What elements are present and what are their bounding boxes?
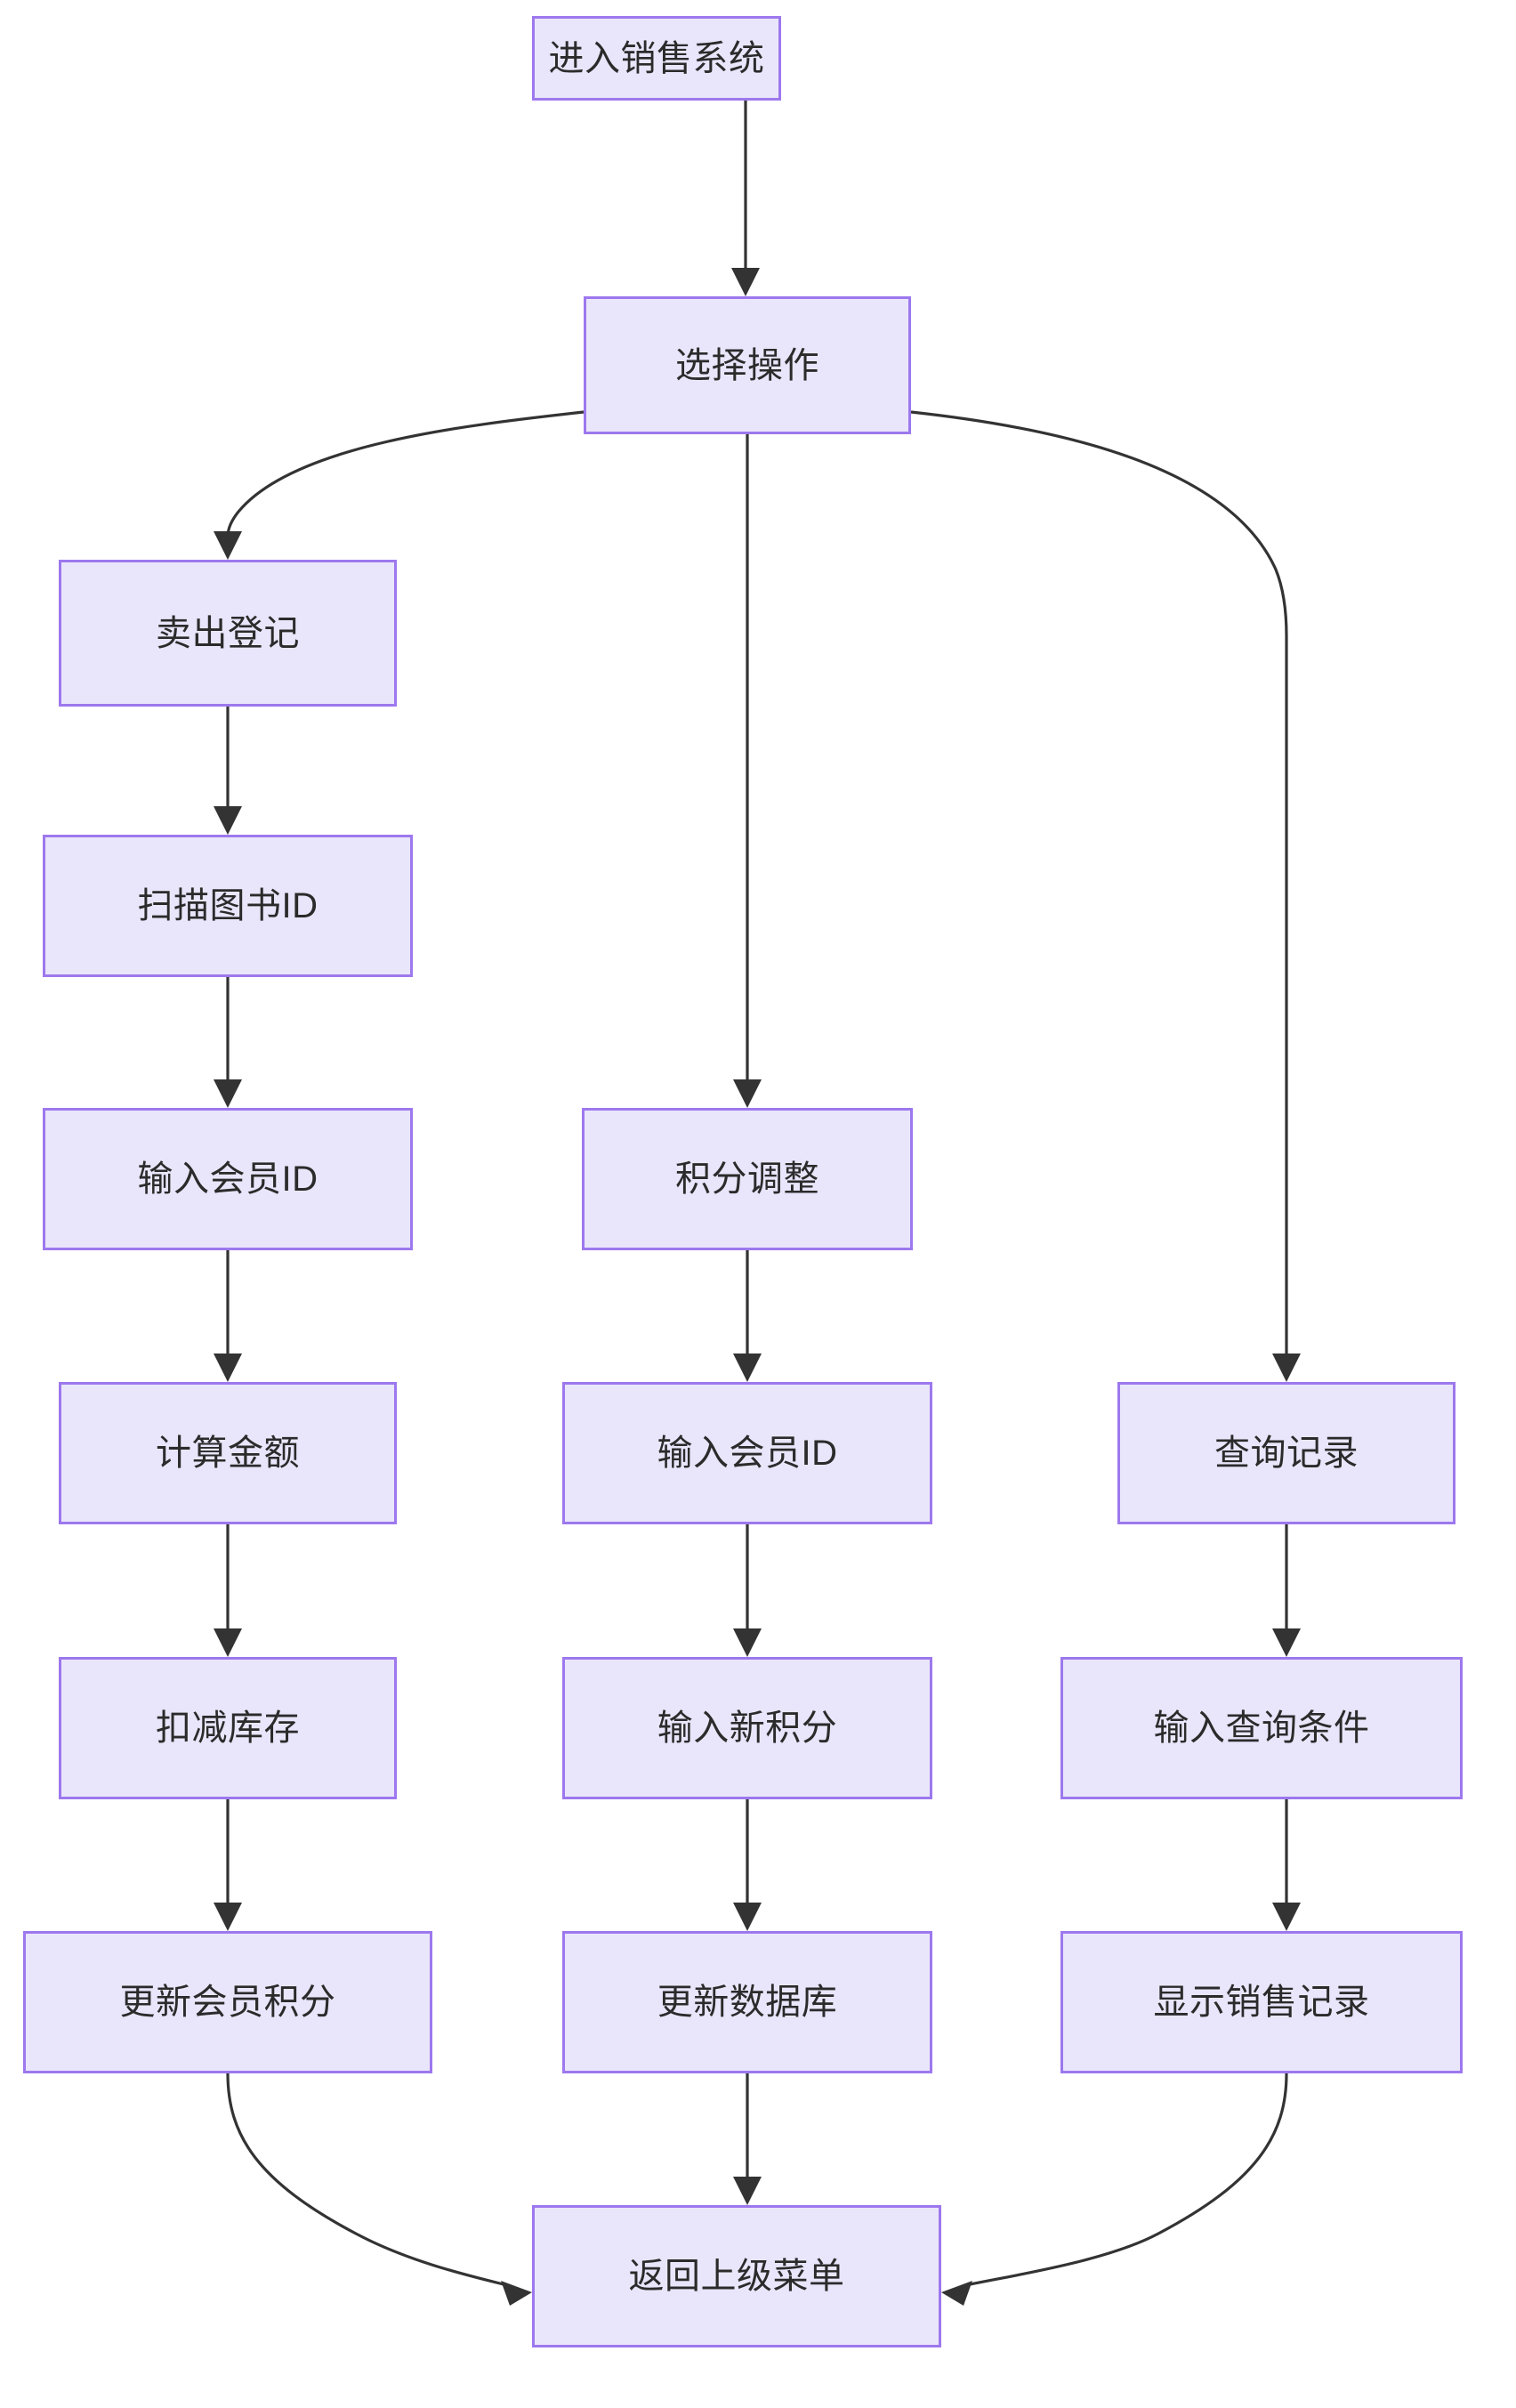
node-label: 查询记录 [1214,1434,1359,1473]
node-input-member-id-sell[interactable]: 输入会员ID [43,1108,413,1250]
node-label: 扣减库存 [156,1709,300,1748]
node-label: 积分调整 [675,1160,819,1199]
node-label: 选择操作 [675,345,819,385]
node-input-member-id-points[interactable]: 输入会员ID [562,1382,932,1524]
edge-n3-n4 [214,707,242,835]
node-show-sales-records[interactable]: 显示销售记录 [1060,1931,1463,2073]
edge-n8-n11 [733,1524,762,1657]
node-input-query-condition[interactable]: 输入查询条件 [1060,1657,1463,1799]
node-select-operation[interactable]: 选择操作 [584,296,911,434]
edge-n5-n7 [214,1250,242,1382]
node-scan-book-id[interactable]: 扫描图书ID [43,835,413,977]
node-label: 更新会员积分 [119,1983,336,2022]
edge-n1-n2 [731,101,760,296]
edge-n2-n3 [214,410,585,560]
edge-n13-n16 [226,2073,532,2306]
edge-n2-n6 [733,434,762,1108]
node-label: 进入销售系统 [548,38,765,78]
node-label: 更新数据库 [657,1983,838,2022]
node-label: 扫描图书ID [137,886,319,925]
node-query-records[interactable]: 查询记录 [1117,1382,1456,1524]
node-label: 显示销售记录 [1153,1983,1370,2022]
edge-n12-n15 [1272,1799,1301,1931]
edge-n2-n9 [910,410,1301,1382]
edge-n7-n10 [214,1524,242,1657]
node-label: 输入会员ID [137,1160,319,1199]
node-label: 输入查询条件 [1153,1709,1370,1748]
node-enter-sales-system[interactable]: 进入销售系统 [532,16,781,101]
node-label: 返回上级菜单 [628,2257,845,2296]
node-input-new-points[interactable]: 输入新积分 [562,1657,932,1799]
node-return-parent-menu[interactable]: 返回上级菜单 [532,2205,941,2347]
node-update-member-points[interactable]: 更新会员积分 [23,1931,432,2073]
edge-n11-n14 [733,1799,762,1931]
edge-n15-n16 [941,2073,1288,2306]
node-label: 卖出登记 [156,613,300,653]
node-update-database[interactable]: 更新数据库 [562,1931,932,2073]
edge-n9-n12 [1272,1524,1301,1657]
node-points-adjust[interactable]: 积分调整 [582,1108,913,1250]
node-deduct-stock[interactable]: 扣减库存 [59,1657,397,1799]
node-sell-register[interactable]: 卖出登记 [59,560,397,707]
node-label: 输入新积分 [657,1709,838,1748]
node-label: 计算金额 [156,1434,300,1473]
edge-n10-n13 [214,1799,242,1931]
edge-n14-n16 [733,2073,762,2205]
edge-n6-n8 [733,1250,762,1382]
node-label: 输入会员ID [657,1434,838,1473]
edge-n4-n5 [214,977,242,1108]
node-calculate-amount[interactable]: 计算金额 [59,1382,397,1524]
